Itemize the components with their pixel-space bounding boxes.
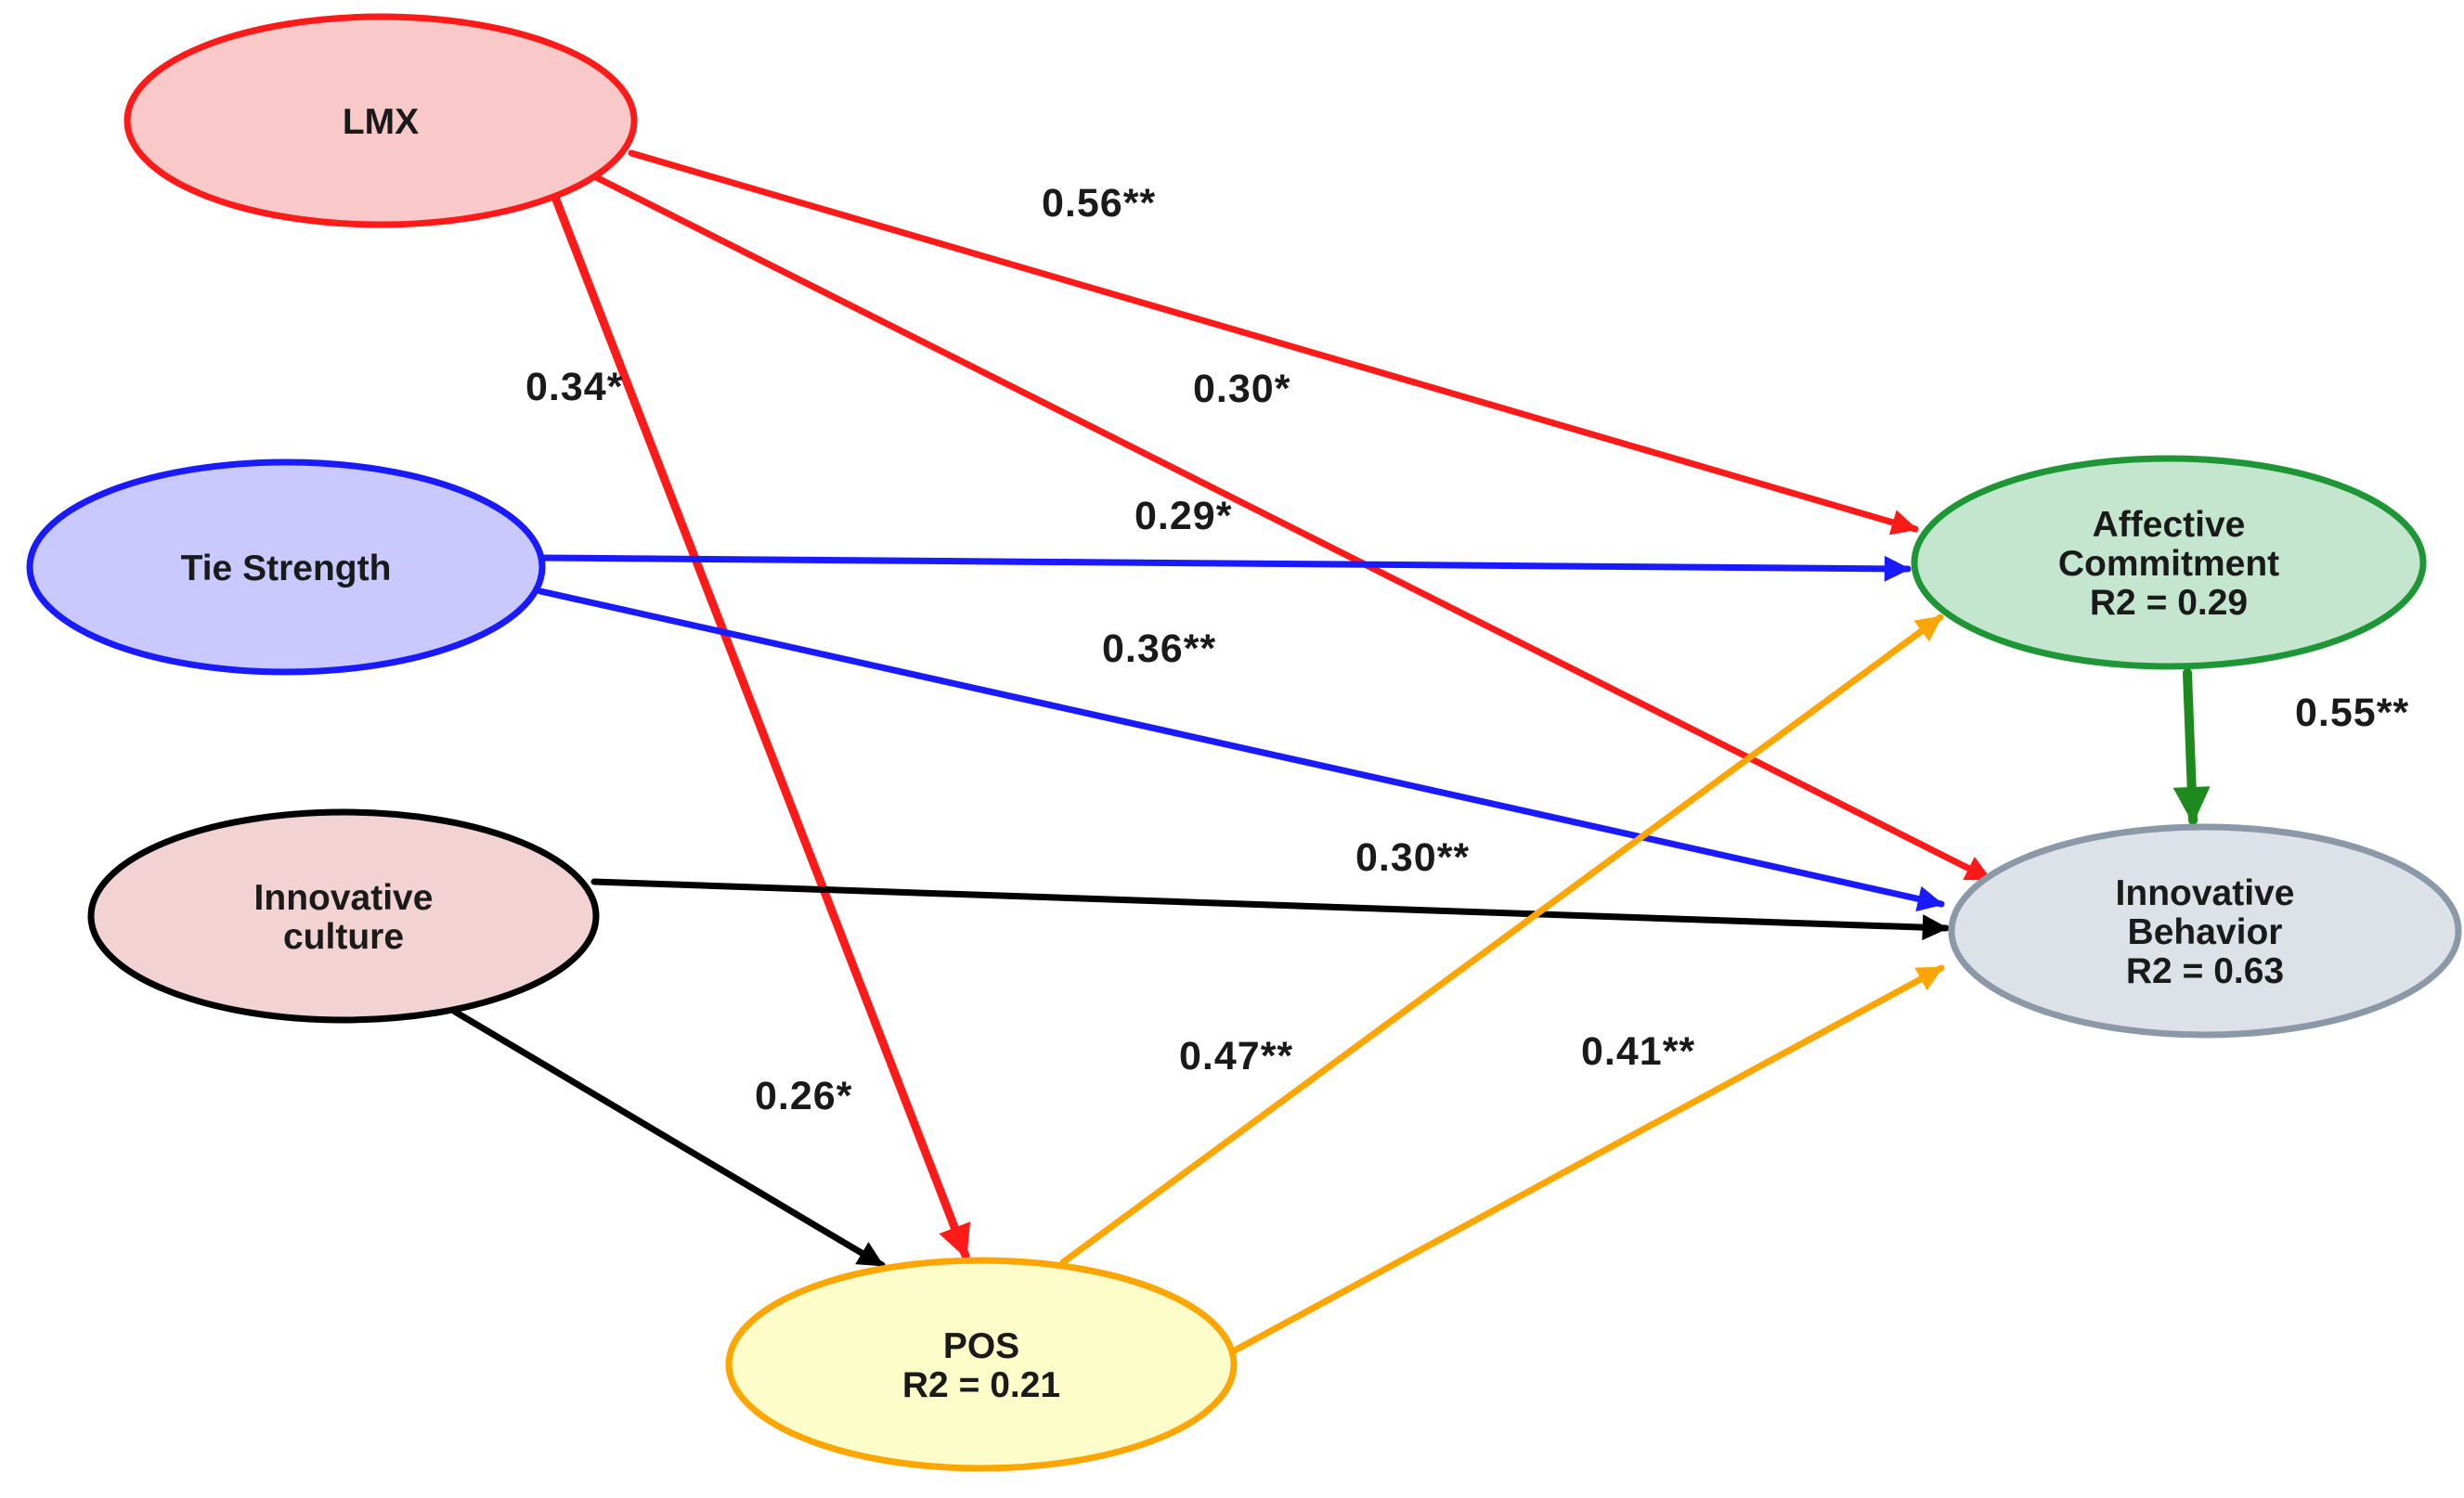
node-innovative-culture-label: culture	[283, 917, 404, 957]
edge-label-tie-strength-to-innovative-behavior: 0.36**	[1102, 626, 1216, 671]
edge-pos-to-affective-commitment	[1059, 613, 1944, 1266]
node-affective-commitment-label: Affective	[2093, 505, 2246, 545]
edge-lmx-to-innovative-behavior	[590, 173, 1993, 883]
node-innovative-culture-ellipse	[87, 808, 600, 1024]
edge-label-pos-to-affective-commitment: 0.47**	[1179, 1034, 1293, 1078]
node-affective-commitment-label: R2 = 0.29	[2090, 583, 2248, 623]
edge-label-lmx-to-pos: 0.34*	[525, 365, 623, 409]
edge-innovative-culture-to-innovative-behavior	[590, 878, 1950, 941]
edge-label-tie-strength-to-affective-commitment: 0.29*	[1135, 494, 1232, 538]
node-innovative-behavior-label: Behavior	[2128, 912, 2283, 952]
edge-pos-to-innovative-behavior	[1231, 964, 1945, 1354]
edge-affective-commitment-to-innovative-behavior	[2172, 668, 2211, 825]
node-innovative-culture-label: Innovative	[254, 878, 434, 918]
edge-label-lmx-to-affective-commitment: 0.56**	[1042, 181, 1156, 226]
edge-label-innovative-culture-to-innovative-behavior: 0.30**	[1355, 835, 1470, 880]
node-tie-strength-label: Tie Strength	[181, 549, 392, 588]
edge-innovative-culture-to-pos	[451, 1008, 886, 1269]
node-innovative-behavior-ellipse	[1948, 823, 2462, 1039]
node-affective-commitment-ellipse	[1911, 455, 2427, 670]
node-innovative-behavior-label: Innovative	[2116, 873, 2295, 913]
edge-label-innovative-culture-to-pos: 0.26*	[755, 1074, 852, 1118]
node-affective-commitment-label: Commitment	[2058, 544, 2279, 584]
node-pos-label: POS	[943, 1326, 1019, 1366]
node-innovative-behavior-label: R2 = 0.63	[2126, 951, 2284, 991]
node-lmx-ellipse	[123, 13, 638, 228]
edge-lmx-to-affective-commitment	[628, 149, 1919, 536]
node-pos-label: R2 = 0.21	[902, 1365, 1060, 1405]
edge-lmx-to-pos	[550, 190, 971, 1260]
node-lmx-label: LMX	[343, 102, 419, 142]
edges-layer	[451, 149, 2211, 1354]
edge-label-lmx-to-innovative-behavior: 0.30*	[1193, 367, 1290, 411]
node-tie-strength: Tie Strength	[26, 458, 546, 676]
edge-tie-strength-to-innovative-behavior	[537, 588, 1945, 912]
edge-label-pos-to-innovative-behavior: 0.41**	[1581, 1029, 1695, 1074]
node-lmx: LMX	[123, 13, 638, 228]
edge-label-affective-commitment-to-innovative-behavior: 0.55**	[2295, 691, 2409, 735]
node-pos-ellipse	[725, 1257, 1238, 1472]
edge-labels-layer: 0.56** 0.30* 0.34* 0.29* 0.36** 0.30** 0.26* 0.…	[525, 181, 2409, 1118]
edge-tie-strength-to-affective-commitment	[538, 554, 1912, 582]
node-tie-strength-ellipse	[26, 458, 546, 676]
